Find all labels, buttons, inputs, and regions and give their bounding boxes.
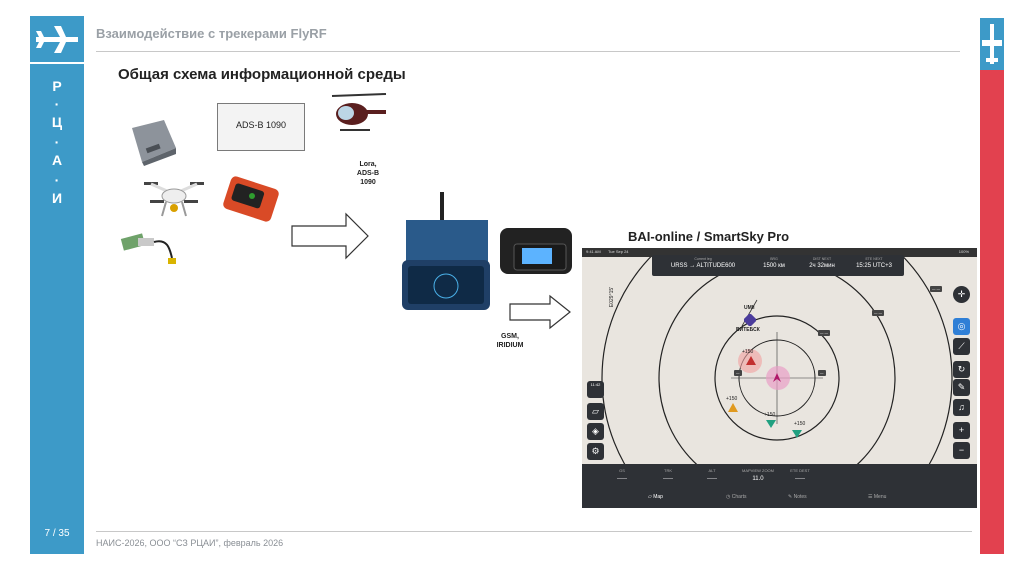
sidebar-dot: · <box>30 96 84 112</box>
headphones-button[interactable]: ♫ <box>953 399 970 416</box>
tab-menu[interactable]: ☰ Menu <box>868 494 886 500</box>
north-up-button[interactable]: ✛ <box>953 286 970 303</box>
plane-label: +150 <box>726 396 737 402</box>
sidebar-dot: · <box>30 134 84 150</box>
chart-button[interactable]: ⟋ <box>953 338 970 355</box>
aircraft-icon <box>728 403 738 413</box>
footer-divider <box>96 531 972 532</box>
status-battery: 100% <box>959 249 969 254</box>
bp-alt: ALT----- <box>692 468 732 482</box>
map-tag: — — <box>930 286 942 292</box>
ownship-icon <box>772 373 782 383</box>
ads-b-box: ADS-B 1090 <box>217 103 305 151</box>
locate-button[interactable]: ◎ <box>953 318 970 335</box>
airport-code: UMII <box>744 305 755 311</box>
handheld-tracker-icon <box>220 176 282 224</box>
airport-name: ВИТЕБСК <box>736 327 760 333</box>
zoom-out-button[interactable]: − <box>953 442 970 459</box>
status-time: 9:41 AM <box>586 249 601 254</box>
layers-button[interactable]: ◈ <box>587 423 604 440</box>
map-tag: — — <box>818 330 830 336</box>
airport-icon <box>744 314 756 326</box>
left-sidebar: Р · Ц · А · И 7 / 35 <box>30 16 84 554</box>
tracker-module-icon <box>118 228 192 270</box>
sidebar-letter: Р <box>30 78 84 94</box>
plane-label: +150 <box>764 412 775 418</box>
bp-gs: GS----- <box>602 468 642 482</box>
airplane-logo-icon <box>30 16 84 64</box>
utc-clock[interactable]: 11:42 <box>587 381 604 398</box>
aircraft-icon <box>766 418 776 428</box>
map-tag: — — <box>872 310 884 316</box>
settings-button[interactable]: ⚙ <box>587 443 604 460</box>
slide-title: Общая схема информационной среды <box>118 66 406 83</box>
footer-text: НАИС-2026, ООО “СЗ РЦАИ”, февраль 2026 <box>96 538 283 548</box>
tab-notes[interactable]: ✎ Notes <box>788 494 807 500</box>
right-sidebar <box>980 18 1004 554</box>
bp-ete-dest: ETE DEST----- <box>780 468 820 482</box>
bp-trk: TRK----- <box>648 468 688 482</box>
receiver-device-icon <box>398 190 494 314</box>
page-number: 7 / 35 <box>30 528 84 539</box>
app-title: BAI-online / SmartSky Pro <box>628 229 789 244</box>
plane-label: +150 <box>794 421 805 427</box>
uplink-label: Lora, ADS-B 1090 <box>348 160 388 187</box>
map-tag: — <box>734 370 742 376</box>
ads-b-label: ADS-B 1090 <box>218 120 304 130</box>
map-button[interactable]: ▱ <box>587 403 604 420</box>
sidebar-letter: Ц <box>30 114 84 130</box>
status-date: Tue Sep 24 <box>608 249 629 254</box>
tab-map[interactable]: ▱ Map <box>648 494 663 500</box>
zoom-in-button[interactable]: + <box>953 422 970 439</box>
header-title: Взаимодействие с трекерами FlyRF <box>96 26 327 41</box>
coordinate-label: E029°15' <box>609 287 615 307</box>
arrow-right-icon <box>508 294 572 330</box>
plane-label: +150 <box>742 349 753 355</box>
gsm-tracker-icon <box>496 222 578 280</box>
sidebar-dot: · <box>30 172 84 188</box>
app-screenshot: E029°15' UMII ВИТЕБСК +150 +150 +150 +15… <box>582 248 977 508</box>
rotate-button[interactable]: ↻ <box>953 361 970 378</box>
airplane-vertical-icon <box>980 18 1004 70</box>
tracker-device-icon <box>128 118 180 168</box>
header-divider <box>96 51 960 52</box>
drone-icon <box>140 176 208 218</box>
aircraft-icon <box>792 428 802 438</box>
sidebar-letter: И <box>30 190 84 206</box>
map-tag: — <box>818 370 826 376</box>
gsm-label: GSM, IRIDIUM <box>492 332 528 350</box>
aircraft-icon <box>746 356 756 366</box>
helicopter-icon <box>330 88 388 138</box>
arrow-right-icon <box>290 212 370 260</box>
pencil-button[interactable]: ✎ <box>953 379 970 396</box>
tab-charts[interactable]: ◷ Charts <box>726 494 747 500</box>
sidebar-letter: А <box>30 152 84 168</box>
